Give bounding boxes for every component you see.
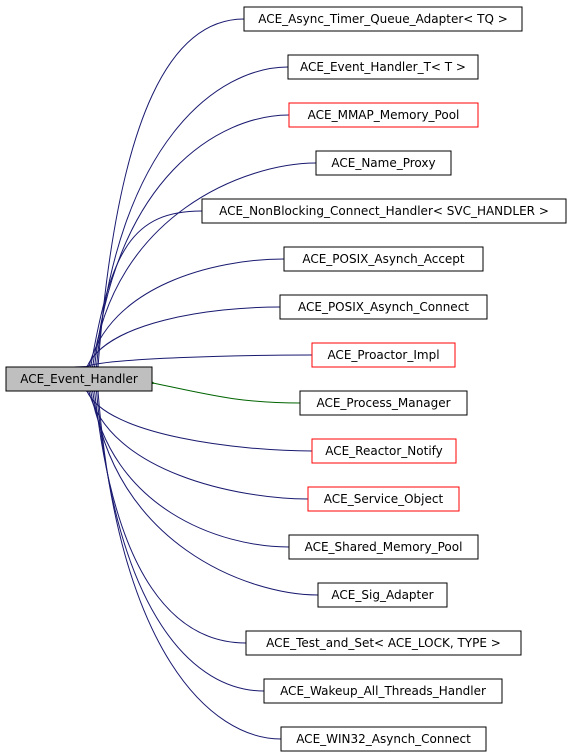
class-node[interactable]: ACE_Wakeup_All_Threads_Handler: [263, 678, 503, 704]
class-box[interactable]: [317, 582, 448, 608]
class-node[interactable]: ACE_POSIX_Asynch_Connect: [279, 294, 488, 320]
class-box[interactable]: [315, 150, 452, 176]
class-node[interactable]: ACE_Async_Timer_Queue_Adapter< TQ >: [243, 6, 523, 32]
class-label: ACE_MMAP_Memory_Pool: [308, 108, 460, 122]
edge-2: [96, 66, 289, 367]
class-node[interactable]: ACE_MMAP_Memory_Pool: [288, 102, 479, 128]
edge-9: [153, 383, 301, 404]
class-label: ACE_Process_Manager: [316, 396, 450, 410]
edge-13: [93, 391, 319, 596]
class-node[interactable]: ACE_Name_Proxy: [315, 150, 452, 176]
edge-5: [91, 210, 203, 367]
class-node[interactable]: ACE_Event_Handler_T< T >: [287, 54, 479, 80]
class-label: ACE_POSIX_Asynch_Connect: [298, 300, 469, 314]
class-label: ACE_POSIX_Asynch_Accept: [302, 252, 465, 266]
class-label: ACE_Async_Timer_Queue_Adapter< TQ >: [258, 12, 508, 26]
class-node[interactable]: ACE_WIN32_Asynch_Connect: [280, 726, 487, 752]
class-box[interactable]: [263, 678, 503, 704]
edge-11: [89, 391, 309, 500]
class-node[interactable]: ACE_POSIX_Asynch_Accept: [283, 246, 484, 272]
class-node[interactable]: ACE_NonBlocking_Connect_Handler< SVC_HAN…: [201, 198, 567, 224]
class-label: ACE_Service_Object: [324, 492, 444, 506]
class-label: ACE_WIN32_Asynch_Connect: [296, 732, 471, 746]
class-node[interactable]: ACE_Process_Manager: [299, 390, 468, 416]
class-node[interactable]: ACE_Reactor_Notify: [311, 438, 457, 464]
edge-16: [98, 391, 282, 740]
class-node[interactable]: ACE_Proactor_Impl: [311, 342, 456, 368]
class-box[interactable]: [201, 198, 567, 224]
class-label: ACE_Shared_Memory_Pool: [305, 540, 463, 554]
class-label: ACE_Test_and_Set< ACE_LOCK, TYPE >: [266, 636, 501, 650]
edge-8: [85, 354, 313, 367]
edge-3: [95, 114, 290, 367]
class-label: ACE_Proactor_Impl: [327, 348, 439, 362]
base-class-label: ACE_Event_Handler: [20, 372, 138, 386]
class-label: ACE_Name_Proxy: [331, 156, 435, 170]
class-box[interactable]: [245, 630, 522, 656]
nodes-layer: ACE_Async_Timer_Queue_Adapter< TQ > ACE_E…: [201, 6, 567, 752]
class-node[interactable]: ACE_Service_Object: [307, 486, 460, 512]
class-label: ACE_Wakeup_All_Threads_Handler: [280, 684, 486, 698]
class-label: ACE_Sig_Adapter: [331, 588, 433, 602]
class-label: ACE_NonBlocking_Connect_Handler< SVC_HAN…: [219, 204, 549, 218]
edge-7: [87, 306, 281, 367]
class-box[interactable]: [287, 54, 479, 80]
class-box[interactable]: [279, 294, 488, 320]
class-label: ACE_Reactor_Notify: [325, 444, 443, 458]
class-box[interactable]: [243, 6, 523, 32]
class-node[interactable]: ACE_Sig_Adapter: [317, 582, 448, 608]
edge-1: [98, 18, 245, 367]
class-node[interactable]: ACE_Test_and_Set< ACE_LOCK, TYPE >: [245, 630, 522, 656]
base-class-node[interactable]: ACE_Event_Handler: [5, 366, 153, 392]
edge-4: [93, 162, 317, 367]
class-box[interactable]: [280, 726, 487, 752]
edges-layer: [85, 18, 319, 740]
class-box[interactable]: [288, 534, 479, 560]
class-box[interactable]: [283, 246, 484, 272]
edge-12: [91, 391, 290, 548]
edge-6: [89, 258, 285, 367]
class-box[interactable]: [288, 102, 479, 128]
class-node[interactable]: ACE_Shared_Memory_Pool: [288, 534, 479, 560]
class-box[interactable]: [307, 486, 460, 512]
class-box[interactable]: [299, 390, 468, 416]
class-label: ACE_Event_Handler_T< T >: [300, 60, 466, 74]
class-box[interactable]: [311, 342, 456, 368]
class-box[interactable]: [311, 438, 457, 464]
base-class-box[interactable]: [5, 366, 153, 392]
